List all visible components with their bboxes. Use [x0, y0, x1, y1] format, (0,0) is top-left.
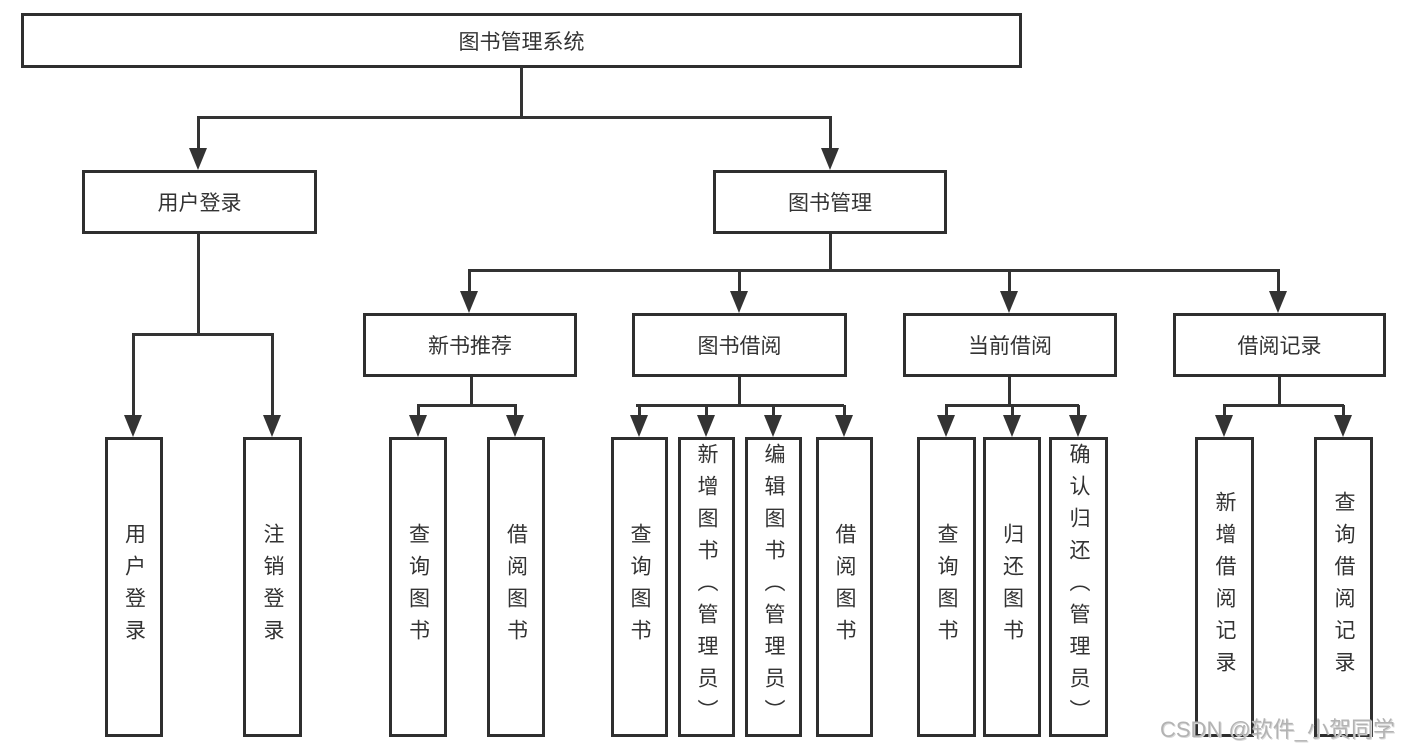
node-label: 查询图书 [406, 523, 430, 651]
leaf-borrow-books-recommend: 借阅图书 [487, 437, 545, 737]
leaf-query-books-recommend: 查询图书 [389, 437, 447, 737]
leaf-query-books-borrow: 查询图书 [611, 437, 668, 737]
connector-line [636, 404, 844, 407]
connector-line [738, 377, 741, 407]
connector-line [738, 270, 741, 292]
connector-line [1223, 405, 1226, 417]
node-label: 借阅记录 [1237, 335, 1322, 358]
connector-line [417, 404, 517, 407]
node-label: 借阅图书 [833, 523, 856, 651]
connector-line [772, 405, 775, 417]
leaf-query-borrow-record: 查询借阅记录 [1314, 437, 1373, 737]
node-book-management: 图书管理 [713, 170, 947, 234]
leaf-edit-book-admin: 编辑图书（管理员） [745, 437, 802, 737]
connector-line [271, 334, 274, 416]
node-current-borrow: 当前借阅 [903, 313, 1117, 377]
connector-line [520, 66, 523, 118]
watermark: CSDN @软件_小贺同学 [1160, 717, 1396, 742]
connector-line [468, 270, 471, 292]
connector-line [1277, 270, 1280, 292]
arrow-icon [189, 148, 207, 170]
connector-line [1342, 405, 1345, 417]
node-new-book-recommend: 新书推荐 [363, 313, 577, 377]
connector-line [638, 405, 641, 417]
connector-line [705, 405, 708, 417]
connector-line [1008, 377, 1011, 407]
node-label: 图书管理 [788, 192, 872, 215]
leaf-add-book-admin: 新增图书（管理员） [678, 437, 735, 737]
connector-line [1077, 405, 1080, 417]
connector-line [1008, 270, 1011, 292]
node-label: 借阅图书 [504, 523, 528, 651]
node-borrow-records: 借阅记录 [1173, 313, 1386, 377]
connector-line [1278, 377, 1281, 407]
arrow-icon [506, 415, 524, 437]
arrow-icon [1000, 291, 1018, 313]
connector-line [1223, 404, 1344, 407]
arrow-icon [821, 148, 839, 170]
connector-line [197, 116, 832, 119]
arrow-icon [630, 415, 648, 437]
node-label: 编辑图书（管理员） [762, 443, 785, 731]
node-label: 归还图书 [1000, 523, 1024, 651]
connector-line [468, 269, 1280, 272]
node-label: 新书推荐 [428, 335, 512, 358]
node-label: 查询图书 [935, 523, 958, 651]
node-label: 新增图书（管理员） [695, 443, 718, 731]
arrow-icon [1215, 415, 1233, 437]
leaf-add-borrow-record: 新增借阅记录 [1195, 437, 1254, 737]
arrow-icon [697, 415, 715, 437]
connector-line [829, 234, 832, 272]
arrow-icon [937, 415, 955, 437]
arrow-icon [409, 415, 427, 437]
arrow-icon [263, 415, 281, 437]
node-label: 查询借阅记录 [1332, 491, 1355, 683]
arrow-icon [1069, 415, 1087, 437]
connector-line [514, 405, 517, 417]
node-label: 图书借阅 [697, 335, 782, 358]
leaf-user-login: 用户登录 [105, 437, 163, 737]
node-label: 当前借阅 [968, 335, 1052, 358]
connector-line [470, 377, 473, 407]
node-library-system: 图书管理系统 [21, 13, 1022, 68]
node-label: 确认归还（管理员） [1067, 443, 1090, 731]
leaf-confirm-return-admin: 确认归还（管理员） [1049, 437, 1108, 737]
connector-line [1011, 405, 1014, 417]
leaf-return-books: 归还图书 [983, 437, 1041, 737]
connector-line [197, 117, 200, 149]
arrow-icon [730, 291, 748, 313]
node-label: 用户登录 [122, 523, 146, 651]
node-label: 注销登录 [261, 523, 284, 651]
node-label: 图书管理系统 [458, 30, 585, 54]
leaf-logout: 注销登录 [243, 437, 302, 737]
node-label: 用户登录 [157, 192, 242, 215]
connector-line [945, 405, 948, 417]
arrow-icon [764, 415, 782, 437]
node-label: 新增借阅记录 [1213, 491, 1236, 683]
node-label: 查询图书 [628, 523, 651, 651]
connector-line [132, 334, 135, 416]
connector-line [829, 117, 832, 149]
connector-line [843, 405, 846, 417]
arrow-icon [460, 291, 478, 313]
arrow-icon [124, 415, 142, 437]
node-user-login: 用户登录 [82, 170, 317, 234]
node-book-borrow: 图书借阅 [632, 313, 847, 377]
arrow-icon [1003, 415, 1021, 437]
arrow-icon [1334, 415, 1352, 437]
arrow-icon [835, 415, 853, 437]
connector-line [417, 405, 420, 417]
connector-line [132, 333, 274, 336]
arrow-icon [1269, 291, 1287, 313]
leaf-query-books-current: 查询图书 [917, 437, 976, 737]
leaf-borrow-books-2: 借阅图书 [816, 437, 873, 737]
connector-line [197, 233, 200, 336]
